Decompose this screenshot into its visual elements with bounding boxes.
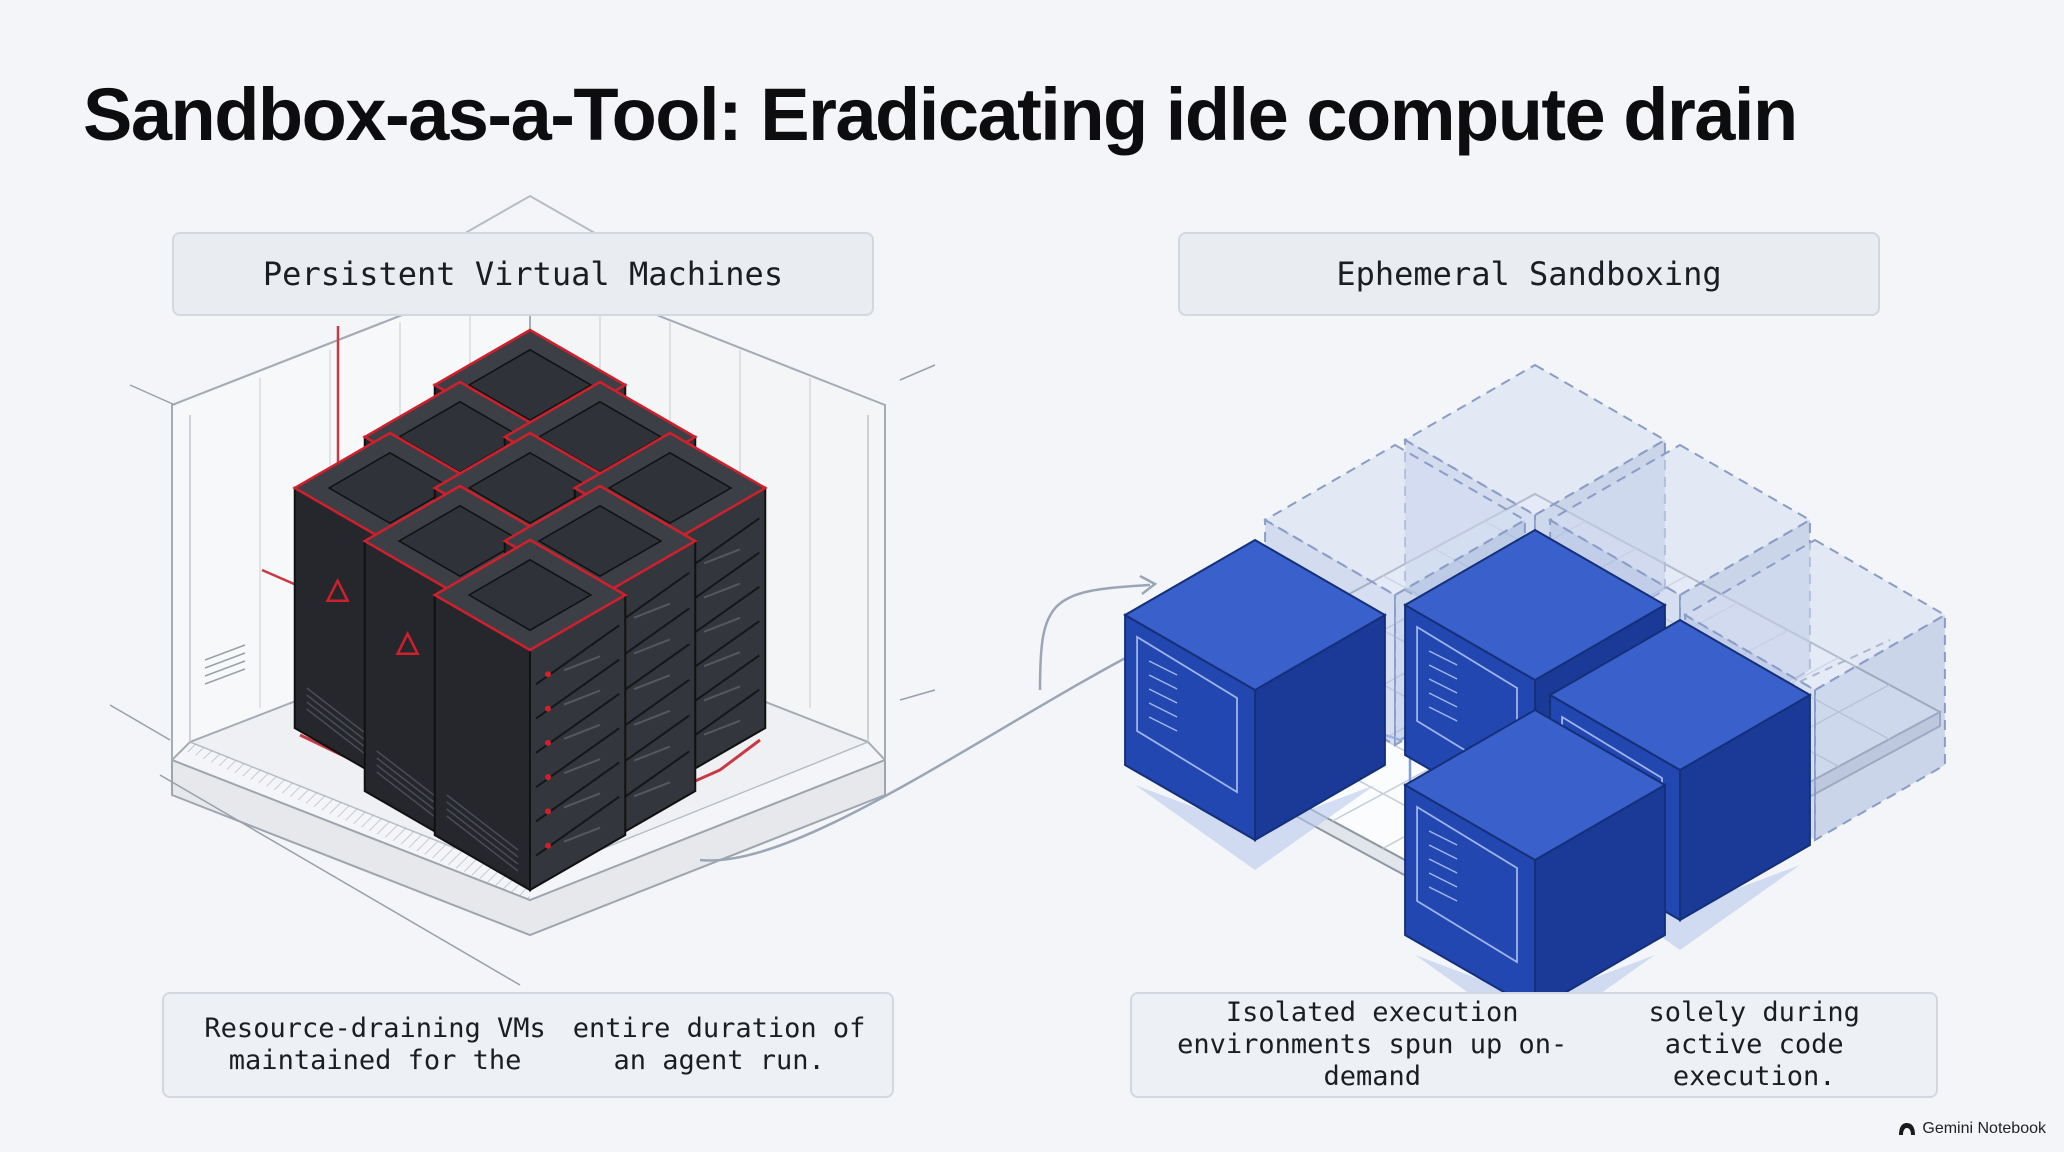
- gemini-notebook-logo-icon: [1899, 1123, 1916, 1135]
- right-caption-line1: Isolated execution environments spun up …: [1177, 997, 1568, 1092]
- server-rack: [432, 538, 628, 892]
- sandbox-platform: [1123, 363, 1947, 1040]
- left-caption-line1: Resource-draining VMs maintained for the: [204, 1013, 546, 1076]
- brand-mark: Gemini Notebook: [1898, 1120, 2046, 1138]
- left-panel-label: Persistent Virtual Machines: [172, 232, 874, 316]
- server-racks: [292, 328, 768, 892]
- sandbox-cubes: [1123, 363, 1947, 1040]
- right-panel-label: Ephemeral Sandboxing: [1178, 232, 1880, 316]
- left-caption: Resource-draining VMs maintained for the…: [162, 992, 894, 1098]
- slide-title: Sandbox-as-a-Tool: Eradicating idle comp…: [83, 73, 1798, 156]
- sandbox-cube-active: [1403, 708, 1667, 1040]
- sandbox-cube-active: [1123, 538, 1387, 870]
- server-room: [109, 194, 936, 986]
- left-caption-line2: entire duration of an agent run.: [572, 1013, 866, 1076]
- brand-text: Gemini Notebook: [1922, 1120, 2046, 1137]
- right-caption: Isolated execution environments spun up …: [1130, 992, 1938, 1098]
- right-caption-line2: solely during active code execution.: [1648, 997, 1860, 1092]
